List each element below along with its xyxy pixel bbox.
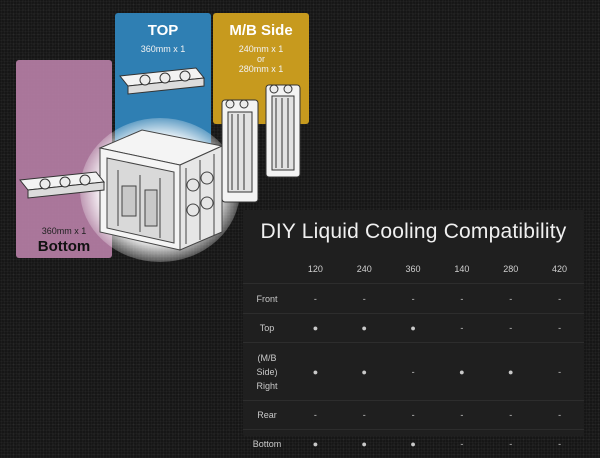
table-cell: -: [437, 314, 486, 343]
table-cell: -: [291, 401, 340, 430]
table-cell: -: [535, 343, 584, 401]
row-label: Rear: [243, 401, 291, 430]
table-cell: -: [389, 343, 438, 401]
table-cell: -: [535, 401, 584, 430]
table-cell: -: [486, 314, 535, 343]
table-cell: ●: [291, 314, 340, 343]
table-cell: -: [437, 284, 486, 314]
table-cell: -: [535, 430, 584, 458]
row-label: (M/B Side) Right: [243, 343, 291, 401]
table-cell: -: [389, 401, 438, 430]
table-cell: -: [340, 401, 389, 430]
table-cell: -: [535, 314, 584, 343]
compatibility-panel: DIY Liquid Cooling Compatibility 120 240…: [243, 210, 584, 436]
table-row: Front - - - - - -: [243, 284, 584, 314]
table-header-row: 120 240 360 140 280 420: [243, 254, 584, 284]
table-cell: ●: [340, 343, 389, 401]
table-cell: ●: [437, 343, 486, 401]
row-label: Top: [243, 314, 291, 343]
pc-case-icon: [100, 130, 222, 250]
column-header: 280: [486, 254, 535, 284]
table-cell: -: [291, 284, 340, 314]
column-header: 240: [340, 254, 389, 284]
table-cell: -: [437, 430, 486, 458]
table-cell: -: [389, 284, 438, 314]
table-cell: ●: [340, 314, 389, 343]
table-cell: ●: [389, 430, 438, 458]
table-row: Top ● ● ● - - -: [243, 314, 584, 343]
row-label: Bottom: [243, 430, 291, 458]
column-header: 420: [535, 254, 584, 284]
table-cell: ●: [291, 343, 340, 401]
mb-side-radiator-icon-280: [266, 85, 300, 177]
column-header: 120: [291, 254, 340, 284]
row-label: Front: [243, 284, 291, 314]
table-row: (M/B Side) Right ● ● - ● ● -: [243, 343, 584, 401]
table-row: Bottom ● ● ● - - -: [243, 430, 584, 458]
table-cell: -: [486, 284, 535, 314]
table-cell: -: [340, 284, 389, 314]
table-cell: -: [486, 401, 535, 430]
table-cell: ●: [340, 430, 389, 458]
compatibility-table: 120 240 360 140 280 420 Front - - - - - …: [243, 254, 584, 458]
column-header: 140: [437, 254, 486, 284]
table-cell: -: [486, 430, 535, 458]
table-cell: -: [535, 284, 584, 314]
table-cell: ●: [291, 430, 340, 458]
column-header: 360: [389, 254, 438, 284]
table-row: Rear - - - - - -: [243, 401, 584, 430]
column-header: [243, 254, 291, 284]
top-radiator-icon: [120, 68, 204, 94]
table-cell: ●: [486, 343, 535, 401]
table-cell: ●: [389, 314, 438, 343]
panel-title: DIY Liquid Cooling Compatibility: [243, 220, 584, 244]
table-cell: -: [437, 401, 486, 430]
mb-side-radiator-icon-240: [222, 100, 258, 202]
